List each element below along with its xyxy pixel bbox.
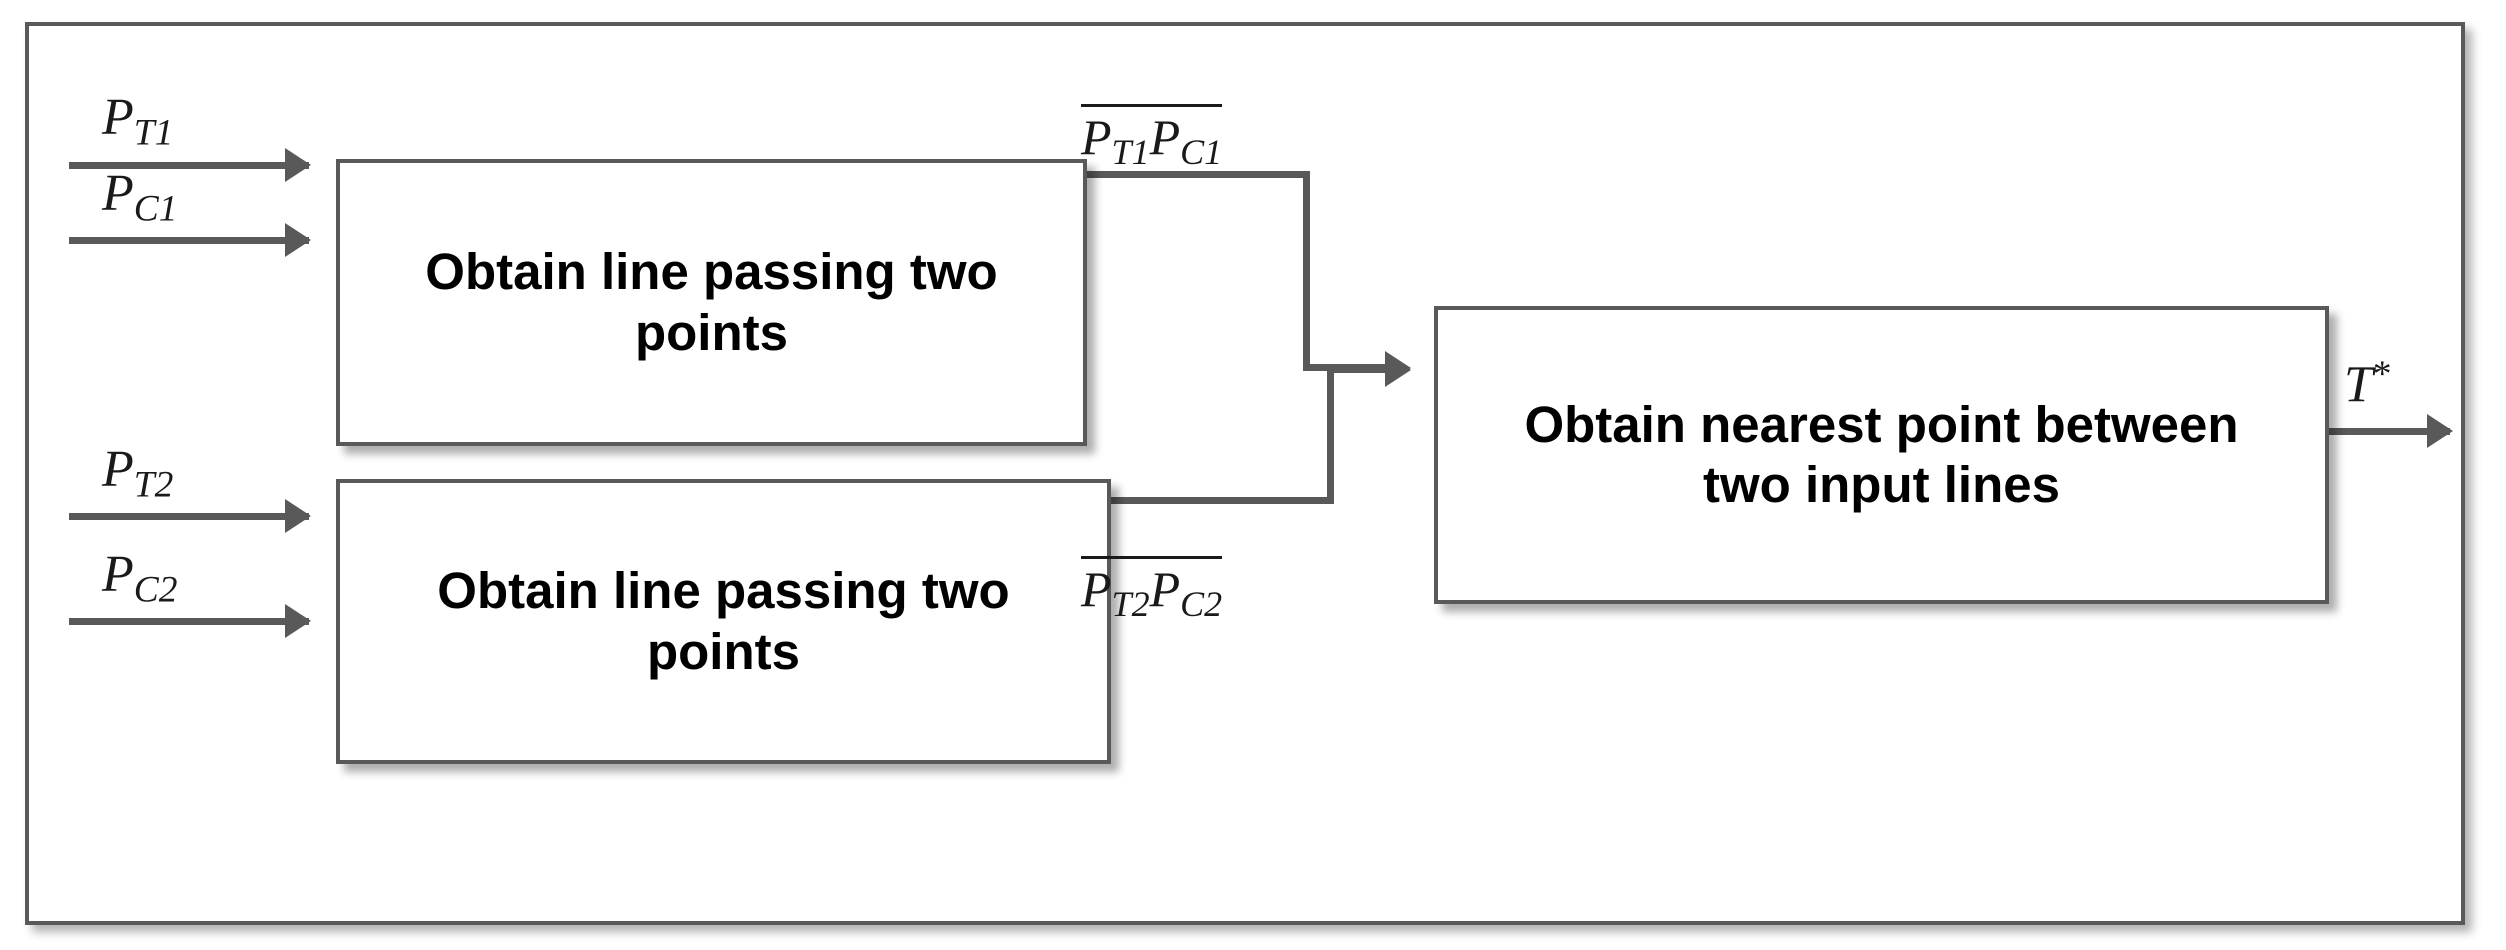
input-arrow-line-p-c2	[69, 618, 309, 625]
input-label-p-c1-sub: C1	[133, 188, 178, 230]
input-arrow-head-p-t2	[285, 499, 311, 533]
connector-label-line-1: PT1PC1	[1081, 104, 1223, 173]
process-box-obtain-line-1-label: Obtain line passing two points	[425, 243, 998, 361]
input-label-p-t2-base: P	[102, 441, 134, 498]
process-box-obtain-line-1[interactable]: Obtain line passing two points	[336, 159, 1087, 446]
connector-1-segment-vertical	[1303, 171, 1310, 371]
connector-label-line-2-base-b: P	[1149, 561, 1181, 617]
connector-label-line-2: PT2PC2	[1081, 556, 1223, 625]
connector-label-line-1-sub-a: T1	[1111, 132, 1150, 173]
output-arrow-line-t-star	[2300, 428, 2450, 435]
input-arrow-line-p-t2	[69, 513, 309, 520]
input-label-p-t2-sub: T2	[133, 464, 174, 506]
input-label-p-t1-sub: T1	[133, 112, 174, 154]
output-arrow-head-t-star	[2427, 414, 2453, 448]
connector-2-segment-vertical	[1327, 366, 1334, 504]
output-label-t-star-base: T	[2344, 356, 2373, 414]
input-arrow-line-p-t1	[69, 162, 309, 169]
input-label-p-c2-sub: C2	[133, 569, 178, 611]
input-label-p-t1: PT1	[102, 92, 173, 152]
output-label-t-star-superscript: *	[2372, 354, 2392, 395]
connector-label-line-1-overbar: PT1PC1	[1081, 104, 1223, 173]
connector-label-line-2-base-a: P	[1081, 561, 1112, 617]
input-arrow-head-p-c1	[285, 223, 311, 257]
connector-2-segment-horizontal-a	[1082, 497, 1334, 504]
connector-label-line-2-sub-a: T2	[1111, 584, 1150, 625]
connector-label-line-1-sub-b: C1	[1180, 132, 1223, 173]
connector-1-segment-horizontal-a	[1058, 171, 1310, 178]
process-box-obtain-line-2-label: Obtain line passing two points	[437, 562, 1010, 680]
input-label-p-t1-base: P	[102, 89, 134, 146]
input-label-p-t2: PT2	[102, 444, 173, 504]
output-label-t-star: T*	[2344, 356, 2392, 412]
connector-label-line-1-base-a: P	[1081, 109, 1112, 165]
input-label-p-c1-base: P	[102, 165, 134, 222]
input-label-p-c1: PC1	[102, 168, 177, 228]
connector-2-segment-horizontal-b	[1327, 366, 1403, 373]
connector-2-arrow-head	[1385, 353, 1411, 387]
input-label-p-c2-base: P	[102, 546, 134, 603]
process-box-obtain-line-2[interactable]: Obtain line passing two points	[336, 479, 1111, 764]
input-label-p-c2: PC2	[102, 549, 177, 609]
connector-label-line-2-overbar: PT2PC2	[1081, 556, 1223, 625]
input-arrow-head-p-t1	[285, 148, 311, 182]
input-arrow-head-p-c2	[285, 604, 311, 638]
connector-label-line-1-base-b: P	[1149, 109, 1181, 165]
process-box-obtain-nearest-point[interactable]: Obtain nearest point between two input l…	[1434, 306, 2329, 604]
input-arrow-line-p-c1	[69, 237, 309, 244]
process-box-obtain-nearest-point-label: Obtain nearest point between two input l…	[1524, 395, 2239, 513]
diagram-outer-frame: PT1 PC1 PT2 PC2 T*	[25, 22, 2465, 925]
connector-label-line-2-sub-b: C2	[1180, 584, 1223, 625]
